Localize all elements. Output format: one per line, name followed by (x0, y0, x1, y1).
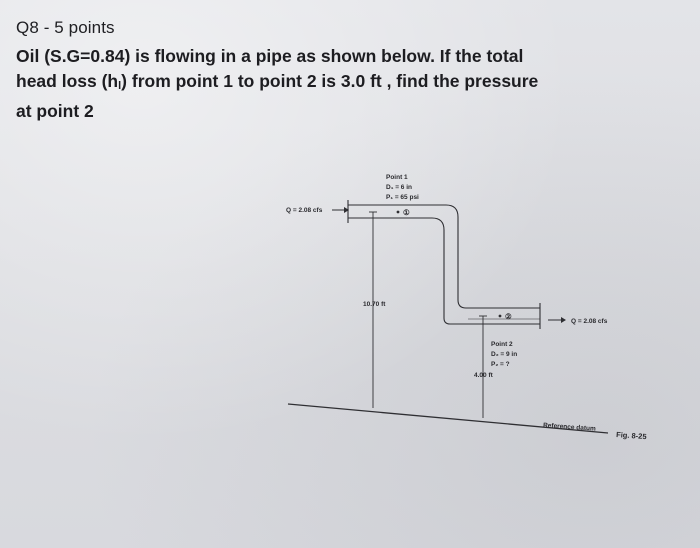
head-loss-subscript: l (118, 80, 122, 92)
point2-pressure: P₂ = ? (491, 361, 510, 368)
outlet-flow-label: Q = 2.08 cfs (571, 318, 608, 325)
point2-title: Point 2 (491, 341, 513, 348)
inlet-flow-arrow (332, 207, 349, 213)
point2-marker: ② (505, 312, 512, 321)
point1-dot (396, 210, 400, 214)
question-line-3: at point 2 (16, 101, 94, 121)
point1-title: Point 1 (386, 174, 408, 181)
point1-diameter: D₁ = 6 in (386, 184, 412, 191)
elevation-line-point1 (369, 211, 377, 408)
question-title: Q8 - 5 points (16, 18, 115, 37)
height2-label: 4.00 ft (474, 372, 494, 379)
question-line-1: Oil (S.G=0.84) is flowing in a pipe as s… (16, 46, 524, 66)
figure-number: Fig. 8-25 (616, 430, 647, 441)
elevation-line-point2 (479, 315, 487, 418)
question-block: Q8 - 5 points Oil (S.G=0.84) is flowing … (16, 18, 676, 124)
question-line-2-end: ) from point 1 to point 2 is 3.0 ft , fi… (121, 71, 539, 91)
point1-marker: ① (403, 208, 410, 217)
outlet-flow-arrow (548, 317, 566, 323)
point1-pressure: P₁ = 65 psi (386, 194, 419, 201)
point2-diameter: D₂ = 9 in (491, 351, 517, 358)
pipe (347, 200, 541, 329)
point2-dot (498, 314, 502, 318)
reference-datum-label: Reference datum (543, 422, 596, 433)
question-line-2-start: head loss (h (16, 71, 119, 91)
inlet-flow-label: Q = 2.08 cfs (286, 207, 323, 214)
height1-label: 10.70 ft (363, 301, 386, 308)
reference-datum-line (287, 403, 609, 434)
question-text: Oil (S.G=0.84) is flowing in a pipe as s… (16, 44, 676, 124)
